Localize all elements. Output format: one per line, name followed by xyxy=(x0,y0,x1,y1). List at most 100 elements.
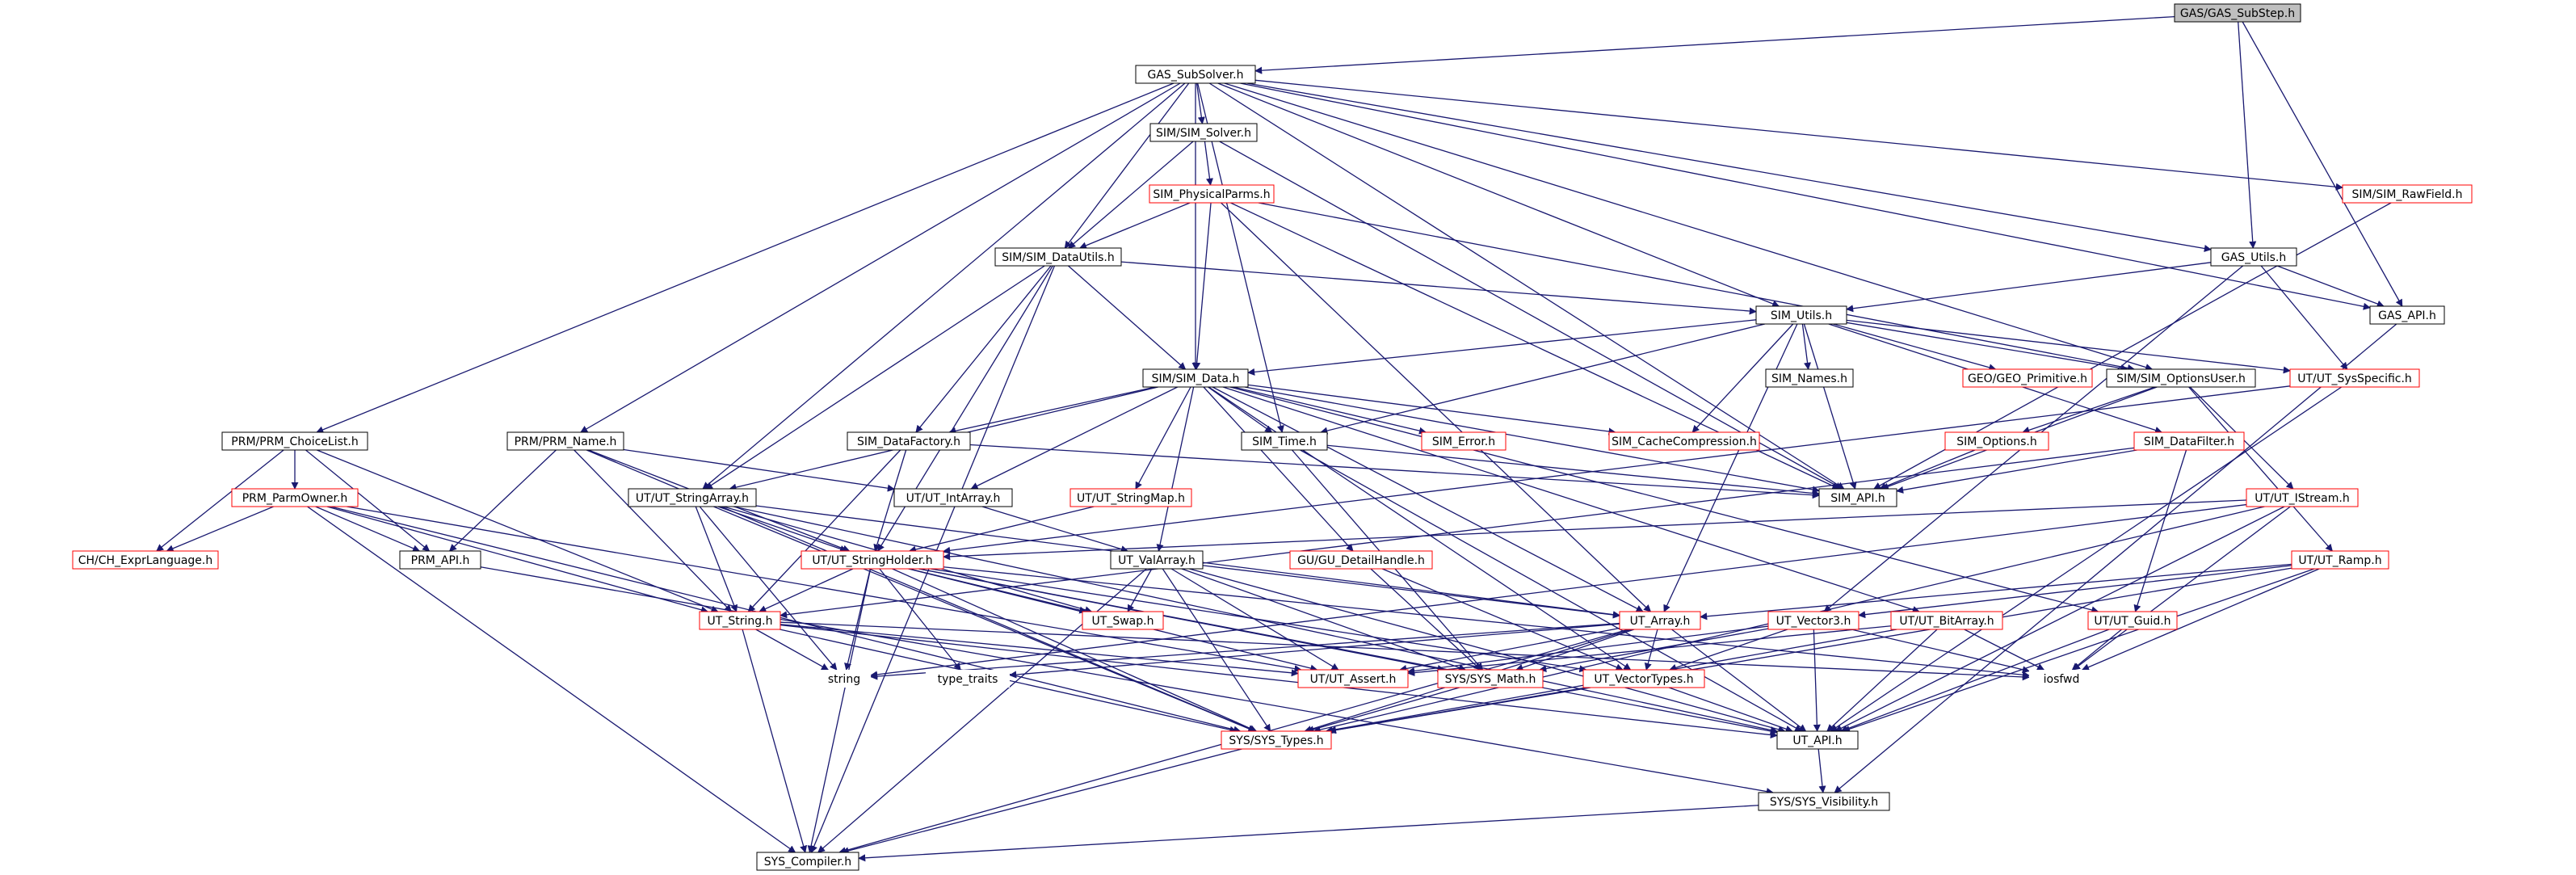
node-ut-bitarray[interactable]: UT/UT_BitArray.h xyxy=(1890,611,2003,630)
node-box xyxy=(1149,184,1275,204)
edge-ut_ramp-to-ut_array xyxy=(1700,563,2292,620)
node-box xyxy=(1421,431,1507,451)
node-gu-detailhandle[interactable]: GU/GU_DetailHandle.h xyxy=(1289,550,1433,570)
node-ut-istream[interactable]: UT/UT_IStream.h xyxy=(2246,488,2359,507)
edge-ut_array-to-ut_api xyxy=(1671,629,1807,732)
edge-sim_data-to-ut_intarray xyxy=(970,386,1178,490)
node-sim-physicalparms[interactable]: SIM_PhysicalParms.h xyxy=(1149,184,1275,204)
edge-sim_datautils-to-sim_data xyxy=(1068,265,1187,370)
node-ut-vector3[interactable]: UT_Vector3.h xyxy=(1767,611,1860,630)
node-prm-choicelist[interactable]: PRM/PRM_ChoiceList.h xyxy=(221,431,368,451)
node-label: GAS_Utils.h xyxy=(2221,251,2286,264)
node-box xyxy=(1289,550,1433,570)
node-box xyxy=(2246,488,2359,507)
node-sim-time[interactable]: SIM_Time.h xyxy=(1241,431,1328,451)
edge-ut_intarray-to-ut_valarray xyxy=(981,506,1128,553)
edge-sim_utils-to-sim_cachecompression xyxy=(1691,323,1794,433)
node-sim-error[interactable]: SIM_Error.h xyxy=(1421,431,1507,451)
node-ut-stringholder[interactable]: UT/UT_StringHolder.h xyxy=(801,550,944,570)
node-sim-datautils[interactable]: SIM/SIM_DataUtils.h xyxy=(994,247,1122,267)
node-box xyxy=(1069,488,1192,507)
edge-ut_string-to-ut_api xyxy=(780,624,1778,739)
edge-prm_choicelist-to-prm_api xyxy=(305,449,431,552)
node-ut-swap[interactable]: UT_Swap.h xyxy=(1082,611,1164,630)
node-box xyxy=(2291,550,2389,570)
node-sim-options[interactable]: SIM_Options.h xyxy=(1944,431,2049,451)
node-box xyxy=(1221,730,1332,750)
node-sim-datafactory[interactable]: SIM_DataFactory.h xyxy=(847,431,971,451)
node-sys-visibility[interactable]: SYS/SYS_Visibility.h xyxy=(1758,792,1890,811)
node-ut-sysspecific[interactable]: UT/UT_SysSpecific.h xyxy=(2289,368,2420,388)
node-label: UT_Vector3.h xyxy=(1776,615,1851,628)
edge-ut_bitarray-to-ut_api xyxy=(1826,629,1938,732)
node-label: UT_API.h xyxy=(1792,734,1842,747)
edge-gas_utils-to-sim_utils xyxy=(1846,262,2212,313)
edge-gas_subsolver-to-prm_name xyxy=(580,82,1181,433)
edge-sim_time-to-sim_api xyxy=(1326,444,1820,497)
edge-ut_stringholder-to-iosfwd xyxy=(943,566,2030,679)
edge-sim_datafactory-to-ut_stringholder xyxy=(873,449,907,552)
node-sim-rawfield[interactable]: SIM/SIM_RawField.h xyxy=(2342,184,2473,204)
node-label: type_traits xyxy=(938,673,998,686)
node-ut-intarray[interactable]: UT/UT_IntArray.h xyxy=(893,488,1013,507)
node-ch-exprlanguage[interactable]: CH/CH_ExprLanguage.h xyxy=(72,550,219,570)
node-sys-types[interactable]: SYS/SYS_Types.h xyxy=(1221,730,1332,750)
node-ut-guid[interactable]: UT/UT_Guid.h xyxy=(2087,611,2178,630)
node-gas-subsolver[interactable]: GAS_SubSolver.h xyxy=(1135,65,1256,84)
node-ut-stringarray[interactable]: UT/UT_StringArray.h xyxy=(628,488,757,507)
edge-ut_istream-to-ut_api xyxy=(1834,506,2285,732)
edge-ut_stringholder-to-string xyxy=(844,568,872,671)
node-label: SIM_CacheCompression.h xyxy=(1612,435,1757,448)
node-label: SIM_API.h xyxy=(1830,492,1885,505)
node-ut-string[interactable]: UT_String.h xyxy=(699,611,781,630)
node-sim-api[interactable]: SIM_API.h xyxy=(1818,488,1897,507)
node-box xyxy=(1767,611,1860,630)
node-sys-math[interactable]: SYS/SYS_Math.h xyxy=(1437,669,1544,688)
edge-sim_optionsuser-to-sim_options xyxy=(2022,386,2156,434)
node-sim-optionsuser[interactable]: SIM/SIM_OptionsUser.h xyxy=(2106,368,2256,388)
node-sys-compiler[interactable]: SYS_Compiler.h xyxy=(756,852,859,871)
node-box xyxy=(2342,184,2473,204)
node-box xyxy=(1582,669,1705,688)
edge-prm_name-to-prm_api xyxy=(448,449,557,552)
node-ut-assert[interactable]: UT/UT_Assert.h xyxy=(1297,669,1409,688)
node-sim-data[interactable]: SIM/SIM_Data.h xyxy=(1142,368,1249,388)
node-prm-api[interactable]: PRM_API.h xyxy=(399,550,481,570)
edge-gas_subsolver-to-ut_stringarray xyxy=(702,82,1186,490)
node-label: SYS/SYS_Types.h xyxy=(1229,734,1323,747)
edge-gas_utils-to-gas_api xyxy=(2276,265,2385,308)
node-ut-ramp[interactable]: UT/UT_Ramp.h xyxy=(2291,550,2389,570)
node-box xyxy=(2133,431,2245,451)
node-ut-stringmap[interactable]: UT/UT_StringMap.h xyxy=(1069,488,1192,507)
node-gas-substep[interactable]: GAS/GAS_SubStep.h xyxy=(2174,3,2301,23)
edge-ut_bitarray-to-ut_assert xyxy=(1407,625,1892,677)
node-ut-valarray[interactable]: UT_ValArray.h xyxy=(1110,550,1204,570)
node-gas-utils[interactable]: GAS_Utils.h xyxy=(2210,247,2297,267)
node-gas-api[interactable]: GAS_API.h xyxy=(2369,305,2445,325)
node-sim-utils[interactable]: SIM_Utils.h xyxy=(1755,305,1847,325)
node-sim-solver[interactable]: SIM/SIM_Solver.h xyxy=(1149,123,1258,142)
node-box xyxy=(994,247,1122,267)
edge-sim_datautils-to-ut_stringarray xyxy=(704,265,1045,490)
node-sim-datafilter[interactable]: SIM_DataFilter.h xyxy=(2133,431,2245,451)
node-box xyxy=(1818,488,1897,507)
edge-ut_guid-to-ut_api xyxy=(1840,629,2110,733)
edge-ut_vector3-to-iosfwd xyxy=(1851,629,2030,674)
node-string: string xyxy=(817,670,871,688)
node-prm-parmowner[interactable]: PRM_ParmOwner.h xyxy=(231,488,359,507)
edge-gu_detailhandle-to-ut_vectortypes xyxy=(1381,568,1624,671)
edge-sys_visibility-to-sys_compiler xyxy=(858,805,1759,862)
node-box xyxy=(699,611,781,630)
edge-ut_stringholder-to-sys_types xyxy=(892,568,1258,732)
node-sim-names[interactable]: SIM_Names.h xyxy=(1765,368,1854,388)
header-nodes: GAS/GAS_SubStep.hGAS_SubSolver.hSIM/SIM_… xyxy=(72,3,2473,871)
node-sim-cachecompression[interactable]: SIM_CacheCompression.h xyxy=(1608,431,1760,451)
node-prm-name[interactable]: PRM/PRM_Name.h xyxy=(506,431,624,451)
edge-sim_data-to-sim_api xyxy=(1244,386,1820,494)
node-ut-api[interactable]: UT_API.h xyxy=(1776,730,1859,750)
node-ut-array[interactable]: UT_Array.h xyxy=(1619,611,1701,630)
edge-sim_data-to-ut_array xyxy=(1212,386,1644,612)
node-geo-primitive[interactable]: GEO/GEO_Primitive.h xyxy=(1962,368,2093,388)
node-ut-vectortypes[interactable]: UT_VectorTypes.h xyxy=(1582,669,1705,688)
edge-sim_datautils-to-sim_utils xyxy=(1120,261,1757,315)
